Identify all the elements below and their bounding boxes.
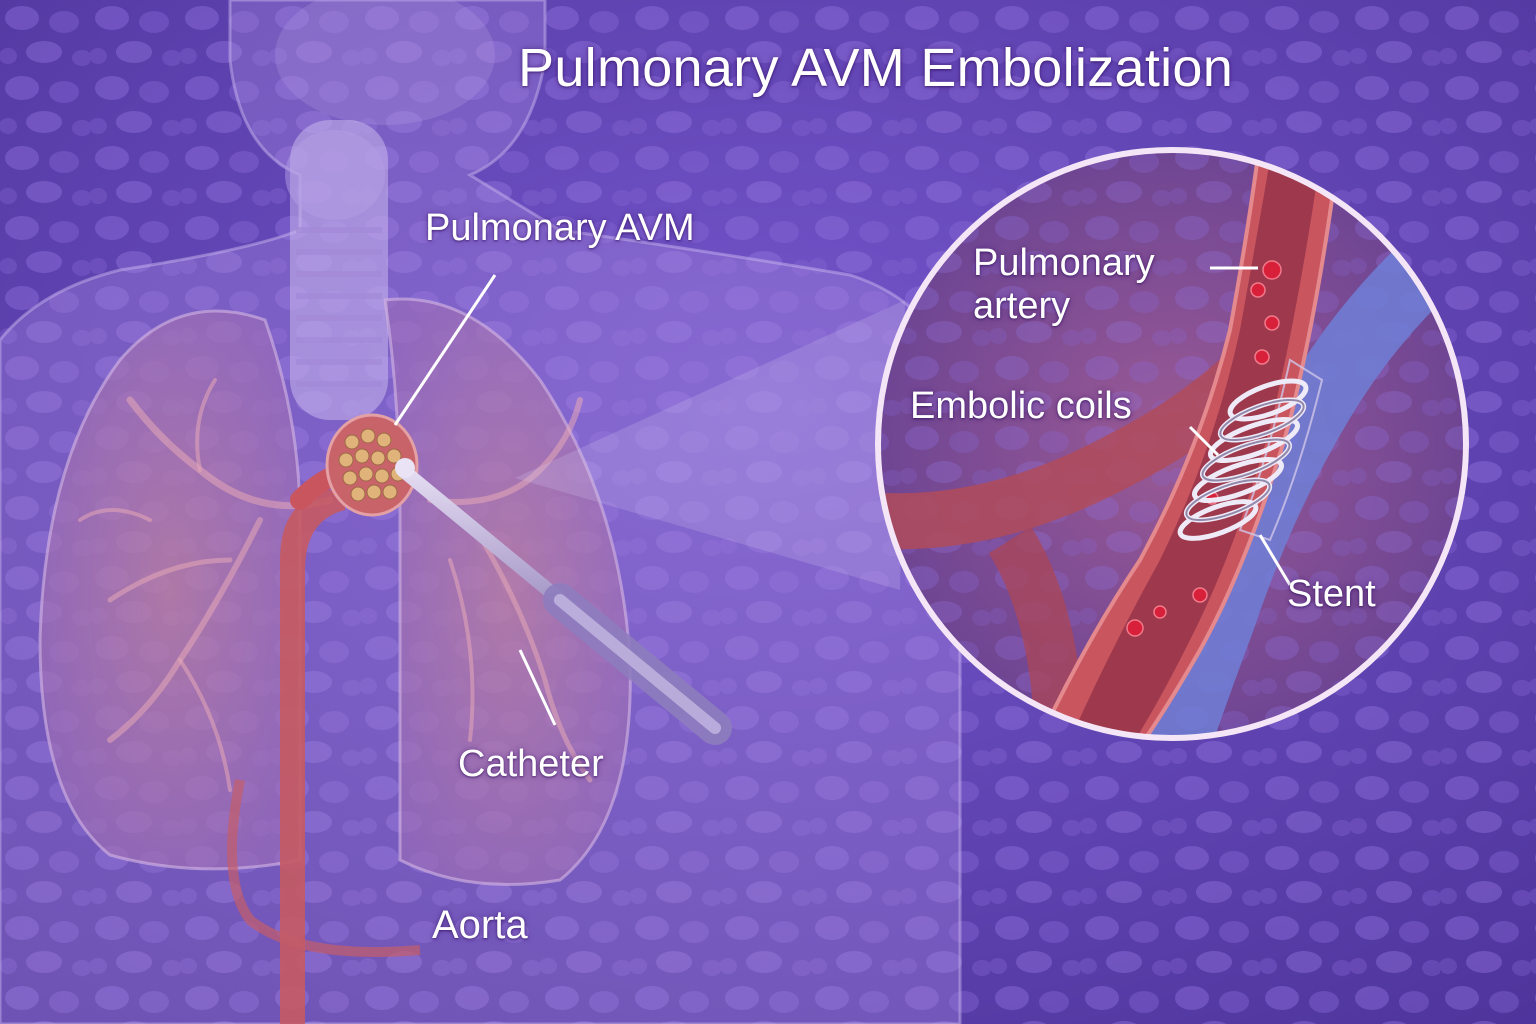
catheter (395, 458, 732, 745)
label-pulmonary-artery: Pulmonary artery (973, 242, 1155, 327)
leader-line-catheter (518, 649, 557, 726)
label-catheter: Catheter (458, 743, 604, 785)
label-pulmonary-avm: Pulmonary AVM (425, 207, 695, 249)
label-embolic-coils: Embolic coils (910, 385, 1132, 427)
label-stent: Stent (1287, 573, 1376, 615)
leader-line-embolic-coils (1188, 425, 1220, 457)
figure-title: Pulmonary AVM Embolization (518, 38, 1234, 98)
magnified-inset (875, 147, 1469, 741)
leader-line-stent (1258, 534, 1292, 586)
label-aorta: Aorta (432, 903, 528, 947)
leader-line-avm (393, 274, 497, 426)
